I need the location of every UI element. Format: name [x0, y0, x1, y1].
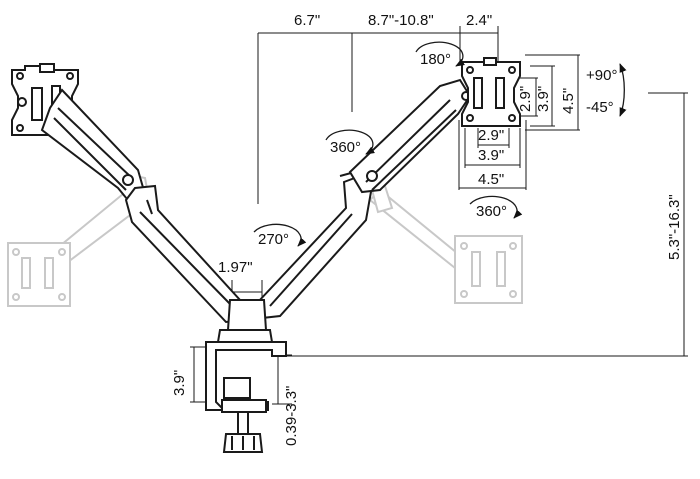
label-vesa-width-outer: 4.5"	[478, 171, 504, 188]
left-forearm	[124, 184, 246, 324]
ghost-right-monitor-arm	[368, 184, 470, 270]
label-vesa-width-inner: 2.9"	[478, 127, 504, 144]
label-vesa-height-mid: 3.9"	[535, 86, 552, 112]
label-top-right-span: 2.4"	[466, 12, 492, 29]
label-right-arm-swivel: 360°	[476, 203, 507, 220]
label-base-swivel: 270°	[258, 231, 289, 248]
ghost-left-vesa-plate	[7, 242, 71, 307]
ghost-right-vesa-plate	[454, 235, 523, 304]
label-clamp-height: 3.9"	[171, 370, 188, 396]
label-vesa-height-outer: 4.5"	[560, 88, 577, 114]
left-upper-arm	[40, 88, 148, 207]
label-mid-swivel: 360°	[330, 139, 361, 156]
label-top-swivel: 180°	[420, 51, 451, 68]
label-height-range: 5.3"-16.3"	[666, 194, 683, 260]
right-vesa-plate	[461, 57, 521, 127]
desk-clamp	[205, 341, 287, 453]
label-clamp-range: 0.39-3.3"	[283, 386, 300, 446]
label-vesa-height-inner: 2.9"	[517, 86, 534, 112]
rotation-arcs	[253, 41, 627, 247]
label-vesa-width-mid: 3.9"	[478, 147, 504, 164]
label-column-spacing: 1.97"	[218, 259, 253, 276]
label-top-left-span: 6.7"	[294, 12, 320, 29]
label-tilt-up: +90°	[586, 67, 617, 84]
center-pole	[216, 299, 274, 343]
label-top-mid-span: 8.7"-10.8"	[368, 12, 434, 29]
label-tilt-down: -45°	[586, 99, 614, 116]
